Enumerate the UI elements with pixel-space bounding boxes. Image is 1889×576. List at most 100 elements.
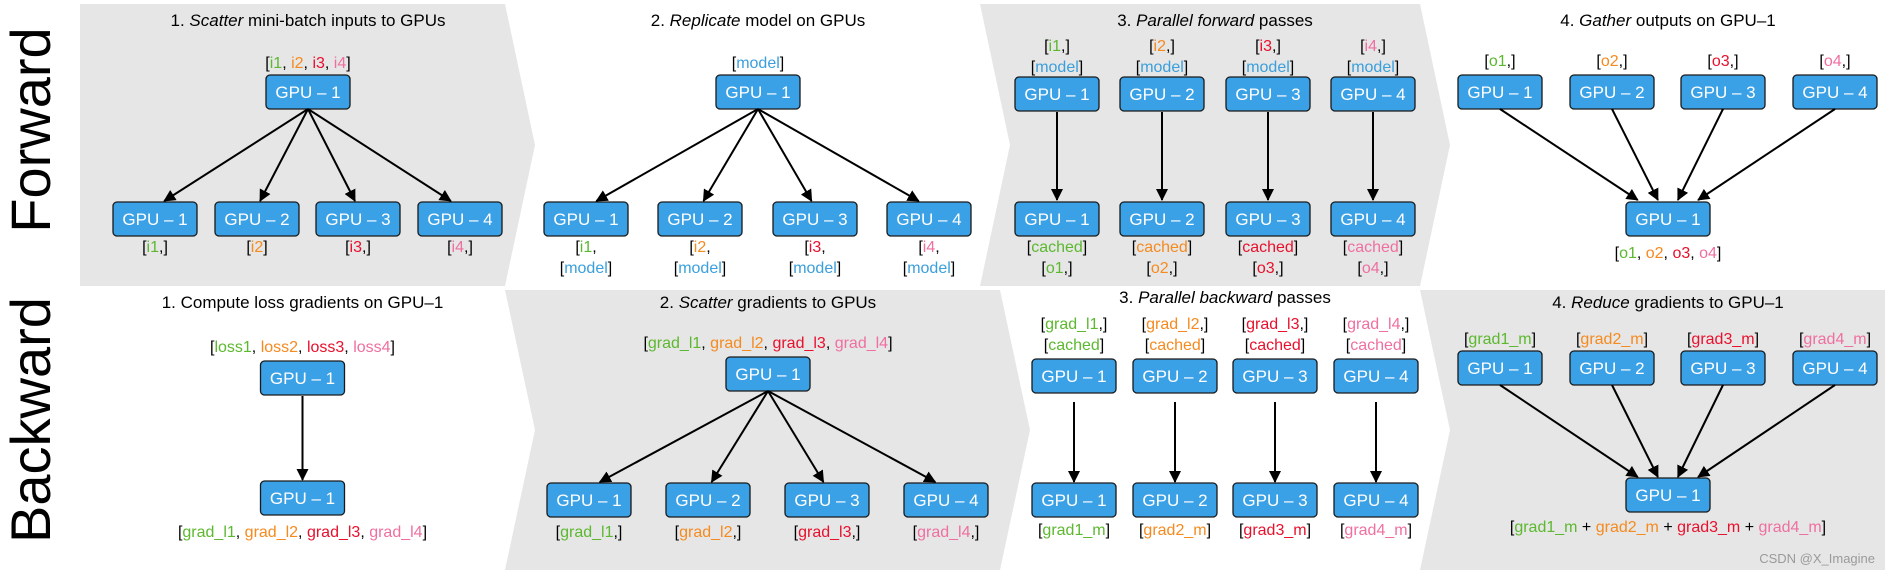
label-fragment: , [701,335,710,352]
gpu-node-label: GPU – 4 [1802,359,1867,378]
forward-4-source-node-1: GPU – 1 [1457,74,1543,110]
label-fragment: ] [1532,331,1536,348]
backward-3-bottom-node-1: GPU – 1 [1031,482,1117,518]
forward-4-top-label-3: [o3,] [1707,53,1738,70]
backward-2-target-node-4: GPU – 4 [903,482,989,518]
forward-1-target-label-4: [i4,] [447,239,473,256]
backward-3-top-label-2-line: [grad_l2,] [1142,316,1209,333]
label-fragment: model [1351,59,1395,76]
label-fragment: o2 [1601,53,1619,70]
label-fragment: grad4_m [1803,331,1866,348]
forward-4-top-label-3-line: [o3,] [1707,53,1738,70]
backward-1-title-line: 1. Compute loss gradients on GPU–1 [162,293,444,312]
backward-3-bottom-label-4-line: [grad4_m] [1340,522,1412,539]
forward-3-bottom-label-1-line: [cached] [1027,239,1088,256]
forward-1-target-label-1-line: [i1,] [142,239,168,256]
forward-3-top-label-2-line: [i2,] [1149,38,1175,55]
watermark: CSDN @X_Imagine [1759,551,1875,566]
gpu-node-label: GPU – 1 [735,365,800,384]
label-fragment: ] [1399,239,1403,256]
label-fragment: ,] [1098,316,1107,333]
backward-panel-1 [80,290,535,570]
label-fragment: loss2 [261,339,298,356]
label-fragment: [ [913,524,918,541]
gpu-node-box [886,201,972,237]
backward-4-source-node-4: GPU – 4 [1792,350,1878,386]
backward-3-top-label-3-line: [cached] [1245,337,1306,354]
backward-2-target-label-1-line: [grad_l1,] [556,524,623,541]
backward-panel-2 [505,290,1030,570]
label-fragment: ,] [1169,260,1178,277]
gpu-node-box [417,201,503,237]
forward-2-target-label-4: [i4,[model] [903,239,955,277]
label-fragment: [ [1819,53,1824,70]
label-fragment: model [907,260,951,277]
forward-4-top-label-4: [o4,] [1819,53,1850,70]
label-fragment: o2 [1151,260,1169,277]
gpu-node-box [772,201,858,237]
label-fragment: Reduce [1571,293,1630,312]
label-fragment: , [764,335,773,352]
label-fragment: grad3_m [1691,331,1754,348]
label-fragment: [ [210,339,215,356]
label-fragment: i4 [334,55,347,72]
backward-3-top-node-4: GPU – 4 [1333,358,1419,394]
gpu-node-box [665,482,751,518]
label-fragment: grad_l3 [307,524,360,541]
label-fragment: ] [1408,522,1412,539]
forward-2-arrow-3 [757,108,813,202]
forward-2-source-node: GPU – 1 [715,74,801,110]
forward-1-title-line: 1. Scatter mini-batch inputs to GPUs [171,11,446,30]
label-fragment: ,] [1507,53,1516,70]
gpu-node-label: GPU – 1 [270,369,335,388]
label-fragment: model [564,260,608,277]
label-fragment: , [592,239,596,256]
gpu-node-box [315,201,401,237]
forward-3-top-label-3-line: [i3,] [1255,38,1281,55]
label-fragment: grad4_m [1759,519,1822,536]
backward-4-target-label: [grad1_m + grad2_m + grad3_m + grad4_m] [1510,519,1826,536]
label-fragment: 1. Compute loss gradients on GPU–1 [162,293,444,312]
forward-3-top-label-2-line: [model] [1136,59,1188,76]
label-fragment: i3 [312,55,325,72]
label-fragment: grad1_m [1514,519,1577,536]
backward-3-top-label-2: [grad_l2,][cached] [1142,316,1209,354]
backward-2-target-label-1: [grad_l1,] [556,524,623,541]
gpu-node-label: GPU – 2 [1579,83,1644,102]
label-fragment: [ [1139,522,1144,539]
label-fragment: i4 [923,239,936,256]
label-fragment: + [1577,519,1595,536]
label-fragment: grad2_m [1143,522,1206,539]
gpu-node-box [1132,358,1218,394]
backward-4-top-label-2: [grad2_m] [1576,331,1648,348]
forward-4-source-node-2: GPU – 2 [1569,74,1655,110]
forward-3-bottom-label-4-line: [o4,] [1357,260,1388,277]
label-fragment: grad_l4 [1347,316,1400,333]
backward-1-source-node: GPU – 1 [259,360,346,396]
label-fragment: cached [1048,337,1100,354]
forward-1-target-node-3: GPU – 3 [315,201,401,237]
backward-4-top-label-3: [grad3_m] [1687,331,1759,348]
label-fragment: grad_l3 [1246,316,1299,333]
label-fragment: ] [1294,239,1298,256]
label-fragment: [ [1687,331,1692,348]
forward-4-target-label-line: [o1, o2, o3, o4] [1615,245,1722,262]
gpu-node-label: GPU – 4 [1340,85,1405,104]
backward-2-target-label-3: [grad_l3,] [794,524,861,541]
forward-3-top-label-4-line: [model] [1347,59,1399,76]
gpu-node-box [784,482,870,518]
label-fragment: ,] [1377,38,1386,55]
label-fragment: ] [888,335,892,352]
label-fragment: 4. [1552,293,1571,312]
label-fragment: , [252,339,261,356]
label-fragment: [ [447,239,452,256]
label-fragment: [ [1145,337,1150,354]
label-fragment: i2 [251,239,264,256]
gpu-node-label: GPU – 1 [1041,367,1106,386]
forward-1-target-label-1: [i1,] [142,239,168,256]
label-fragment: 2. [660,293,679,312]
label-fragment: [ [1360,38,1365,55]
label-fragment: ,] [159,239,168,256]
forward-3-bottom-label-3-line: [cached] [1238,239,1299,256]
label-fragment: Replicate [670,11,741,30]
